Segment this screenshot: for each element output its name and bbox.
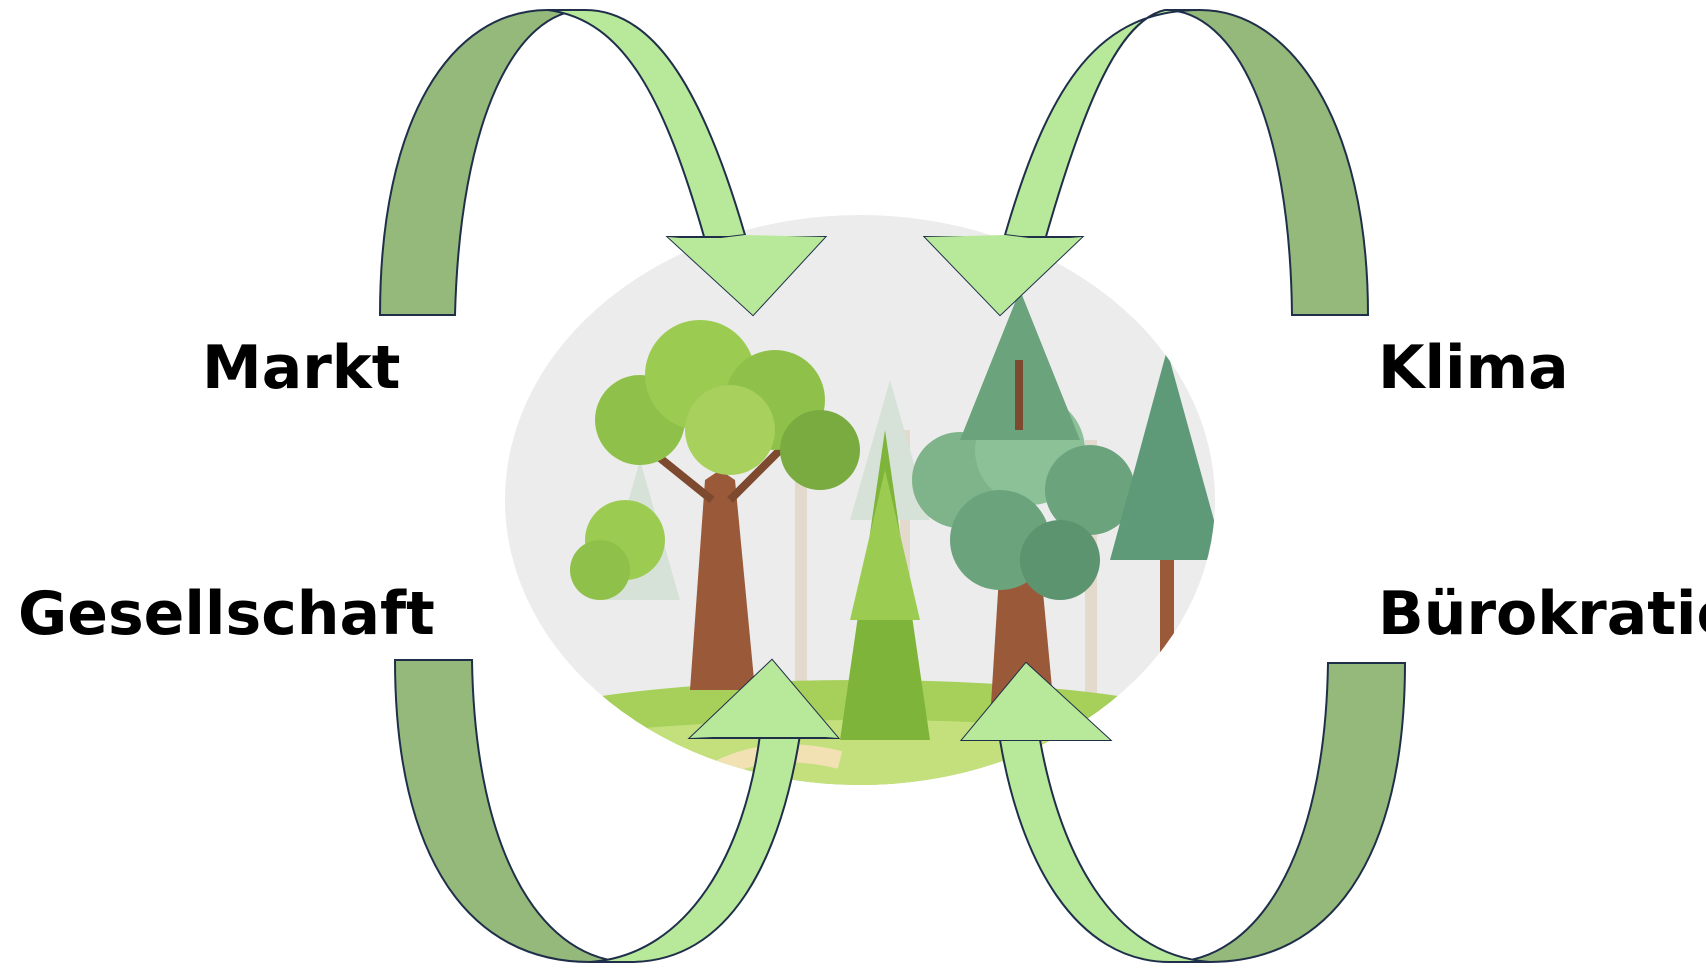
curved-arrow-top-right-icon [925,10,1368,315]
label-gesellschaft: Gesellschaft [18,584,435,644]
label-klima: Klima [1378,338,1569,398]
label-markt: Markt [202,338,400,398]
forest-illustration-icon [480,215,1240,800]
curved-arrow-top-left-icon [380,10,825,315]
curved-arrow-bottom-right-icon [962,663,1405,962]
label-buerokratie: Bürokratie [1378,584,1706,644]
